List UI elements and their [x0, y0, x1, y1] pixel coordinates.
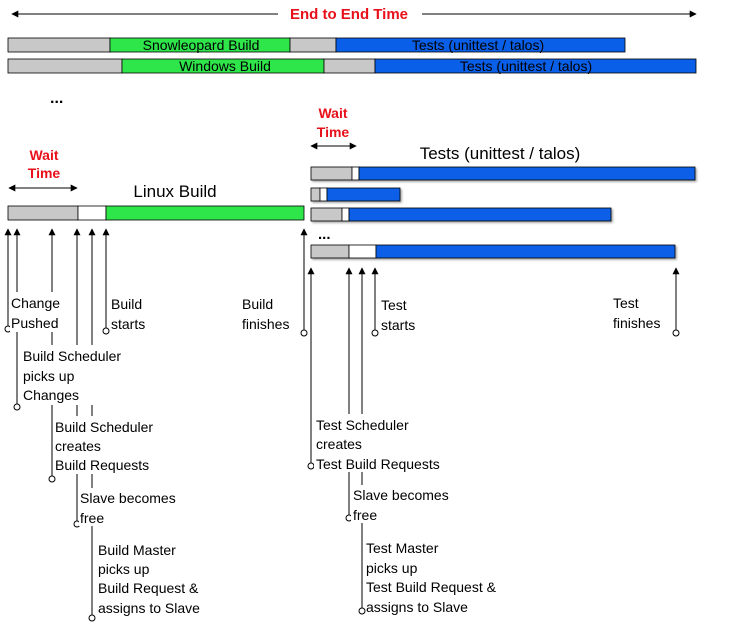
svg-text:Test Build Request &: Test Build Request &: [366, 579, 497, 595]
windows-build-label: Windows Build: [179, 58, 271, 74]
wait-time-build-label-1: Wait: [29, 147, 58, 163]
linux-build-title: Linux Build: [133, 182, 216, 201]
snowleopard-build-label: Snowleopard Build: [143, 37, 260, 53]
svg-text:finishes: finishes: [242, 316, 289, 332]
svg-text:Build Requests: Build Requests: [55, 457, 149, 473]
build-starts-label: Build starts: [111, 296, 145, 332]
svg-text:Test Build Requests: Test Build Requests: [316, 456, 440, 472]
wait-time-tests: Wait Time: [310, 105, 357, 150]
svg-text:Test: Test: [381, 297, 407, 313]
end-to-end-time-arrow: End to End Time: [11, 6, 697, 23]
snowleopard-bar: Snowleopard Build Tests (unittest / talo…: [7, 37, 626, 53]
test-scheduler-creates-label: Test Scheduler creates Test Build Reques…: [314, 414, 466, 472]
windows-tests-label: Tests (unittest / talos): [460, 58, 592, 74]
slave-becomes-free-2-label: Slave becomes free: [351, 485, 469, 523]
svg-text:picks up: picks up: [366, 560, 418, 576]
windows-bar: Windows Build Tests (unittest / talos): [7, 58, 697, 74]
svg-text:Build: Build: [242, 296, 273, 312]
svg-text:Pushed: Pushed: [11, 315, 58, 331]
build-scheduler-creates-label: Build Scheduler creates Build Requests: [53, 416, 175, 474]
svg-text:Change: Change: [11, 295, 60, 311]
svg-text:Build Master: Build Master: [98, 542, 176, 558]
svg-text:assigns to Slave: assigns to Slave: [366, 599, 468, 615]
build-master-picks-up-label: Build Master picks up Build Request & as…: [98, 542, 200, 616]
test-bar-1: [310, 166, 696, 181]
svg-text:assigns to Slave: assigns to Slave: [98, 600, 200, 616]
build-finishes-label: Build finishes: [242, 296, 289, 332]
test-starts-label: Test starts: [381, 297, 415, 333]
wait-time-build: Wait Time: [8, 147, 78, 192]
linux-build-bar: [7, 205, 305, 221]
svg-text:finishes: finishes: [613, 315, 660, 331]
wait-time-build-label-2: Time: [28, 165, 61, 181]
build-scheduler-picks-up-label: Build Scheduler picks up Changes: [21, 345, 141, 405]
svg-text:picks up: picks up: [98, 561, 150, 577]
svg-text:Test Scheduler: Test Scheduler: [316, 417, 409, 433]
test-bar-3: [310, 207, 612, 222]
wait-time-tests-label-1: Wait: [318, 105, 347, 121]
svg-text:starts: starts: [111, 316, 145, 332]
snowleopard-tests-label: Tests (unittest / talos): [412, 37, 544, 53]
svg-text:Test Master: Test Master: [366, 540, 439, 556]
svg-text:Changes: Changes: [23, 387, 79, 403]
svg-text:Slave becomes: Slave becomes: [353, 487, 449, 503]
test-bar-2: [310, 187, 401, 202]
test-master-picks-up-label: Test Master picks up Test Build Request …: [366, 540, 497, 615]
test-finishes-label: Test finishes: [613, 295, 660, 331]
svg-text:starts: starts: [381, 317, 415, 333]
svg-text:creates: creates: [55, 438, 101, 454]
svg-text:Build: Build: [111, 296, 142, 312]
tests-header: Tests (unittest / talos): [420, 144, 581, 163]
slave-becomes-free-1-label: Slave becomes free: [79, 488, 197, 526]
svg-text:Slave becomes: Slave becomes: [80, 490, 176, 506]
svg-text:Test: Test: [613, 295, 639, 311]
svg-text:Build Scheduler: Build Scheduler: [55, 419, 153, 435]
ellipsis-top: ...: [50, 90, 63, 107]
test-bars: [310, 166, 696, 259]
svg-text:free: free: [353, 507, 377, 523]
svg-text:creates: creates: [316, 436, 362, 452]
wait-time-tests-label-2: Time: [317, 124, 350, 140]
svg-text:picks up: picks up: [23, 368, 75, 384]
test-bar-4: [310, 244, 676, 259]
change-pushed-label: Change Pushed: [10, 292, 70, 332]
end-to-end-time-label: End to End Time: [290, 6, 408, 23]
ellipsis-tests: ...: [318, 226, 331, 243]
svg-text:Build Request &: Build Request &: [98, 580, 199, 596]
svg-text:Build Scheduler: Build Scheduler: [23, 348, 121, 364]
svg-text:free: free: [80, 510, 104, 526]
